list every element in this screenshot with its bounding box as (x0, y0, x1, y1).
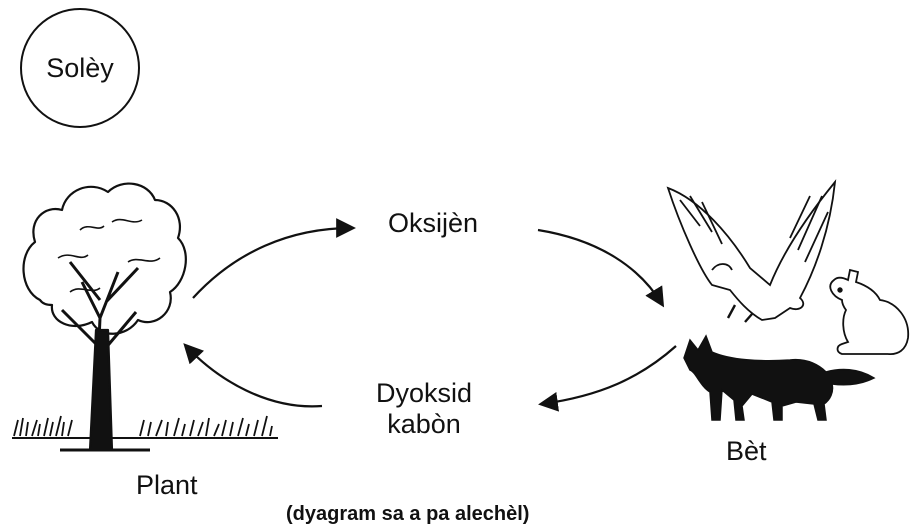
co2-label-line2: kabòn (387, 409, 461, 440)
sun-label: Solèy (46, 52, 114, 83)
caption: (dyagram sa a pa alechèl) (286, 503, 530, 525)
arrow-oxygen-to-animals (537, 228, 665, 308)
tree-icon (22, 182, 187, 452)
arrow-co2-to-plant (183, 343, 323, 408)
arrow-animals-to-co2 (538, 345, 677, 412)
arrow-plant-to-oxygen (192, 218, 356, 299)
co2-label: Dyoksid kabòn (376, 378, 472, 440)
sun-circle: Solèy (20, 8, 140, 128)
eagle-icon (666, 179, 837, 323)
co2-label-line1: Dyoksid (376, 378, 473, 408)
fox-icon (683, 334, 876, 421)
plant-label: Plant (136, 470, 198, 500)
oxygen-label: Oksijèn (388, 208, 479, 238)
grass-icon (12, 415, 278, 439)
rabbit-icon (829, 268, 909, 355)
animals-label: Bèt (726, 436, 767, 466)
